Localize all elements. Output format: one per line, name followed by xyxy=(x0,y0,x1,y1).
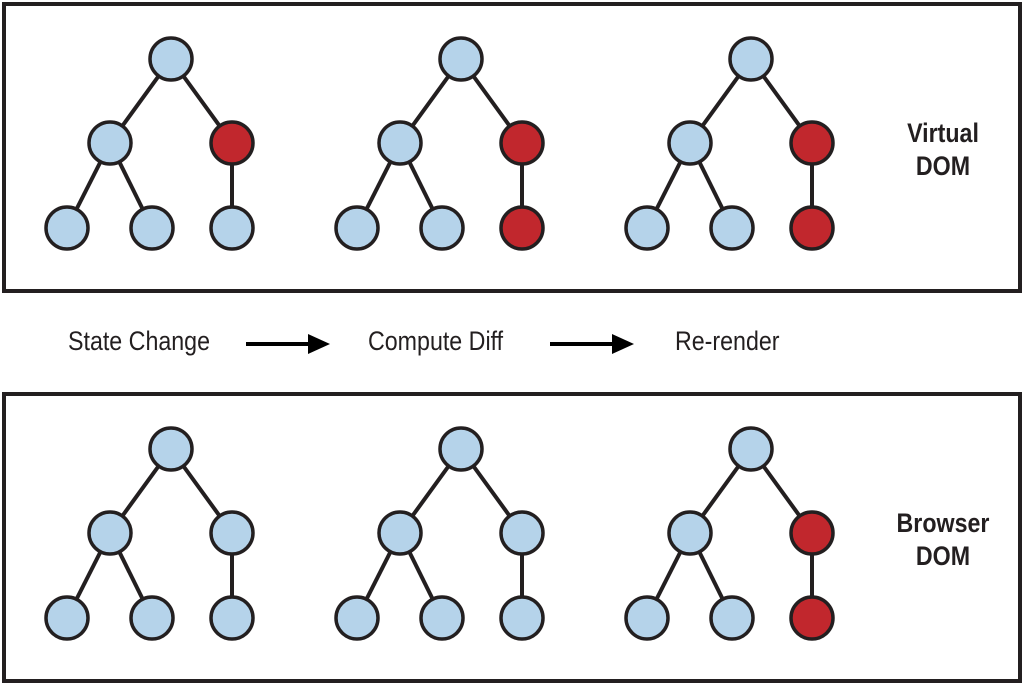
virtual-dom-tree-2 xyxy=(334,36,545,251)
tree-node-changed xyxy=(789,120,835,166)
tree-node xyxy=(377,510,423,556)
step-compute-diff: Compute Diff xyxy=(368,326,504,356)
step-re-render: Re-render xyxy=(675,326,780,356)
tree-node xyxy=(624,595,670,641)
tree-node-changed xyxy=(499,120,545,166)
tree-node xyxy=(419,595,465,641)
tree-node xyxy=(129,205,175,251)
tree-node xyxy=(624,205,670,251)
virtual-dom-label: Virtual DOM xyxy=(891,117,994,183)
tree-node xyxy=(377,120,423,166)
tree-node xyxy=(709,205,755,251)
virtual-dom-tree-3 xyxy=(624,36,835,251)
tree-node xyxy=(87,120,133,166)
browser-dom-label-line2: DOM xyxy=(915,541,971,571)
tree-node xyxy=(667,510,713,556)
tree-node xyxy=(148,426,194,472)
arrow-right-icon xyxy=(246,334,330,354)
tree-node-changed xyxy=(789,510,835,556)
tree-node xyxy=(209,510,255,556)
tree-node xyxy=(499,510,545,556)
tree-node xyxy=(438,426,484,472)
tree-node xyxy=(87,510,133,556)
tree-node-changed xyxy=(789,595,835,641)
tree-node xyxy=(44,205,90,251)
tree-node xyxy=(334,205,380,251)
tree-node xyxy=(438,36,484,82)
arrow-right-icon xyxy=(550,334,634,354)
step-state-change: State Change xyxy=(68,326,211,356)
tree-node xyxy=(728,426,774,472)
browser-dom-tree-3 xyxy=(624,426,835,641)
tree-node xyxy=(499,595,545,641)
tree-node xyxy=(667,120,713,166)
virtual-dom-label-line2: DOM xyxy=(915,151,971,181)
tree-node xyxy=(419,205,465,251)
tree-node-changed xyxy=(499,205,545,251)
tree-node xyxy=(334,595,380,641)
virtual-dom-label-line1: Virtual xyxy=(907,118,979,148)
tree-node-changed xyxy=(209,120,255,166)
browser-dom-tree-2 xyxy=(334,426,545,641)
tree-node xyxy=(148,36,194,82)
tree-node xyxy=(209,205,255,251)
tree-node-changed xyxy=(789,205,835,251)
tree-node xyxy=(728,36,774,82)
tree-node xyxy=(129,595,175,641)
browser-dom-label-line1: Browser xyxy=(896,508,990,538)
tree-node xyxy=(209,595,255,641)
tree-node xyxy=(44,595,90,641)
tree-node xyxy=(709,595,755,641)
browser-dom-tree-1 xyxy=(44,426,255,641)
browser-dom-label: Browser DOM xyxy=(891,507,994,573)
virtual-dom-tree-1 xyxy=(44,36,255,251)
